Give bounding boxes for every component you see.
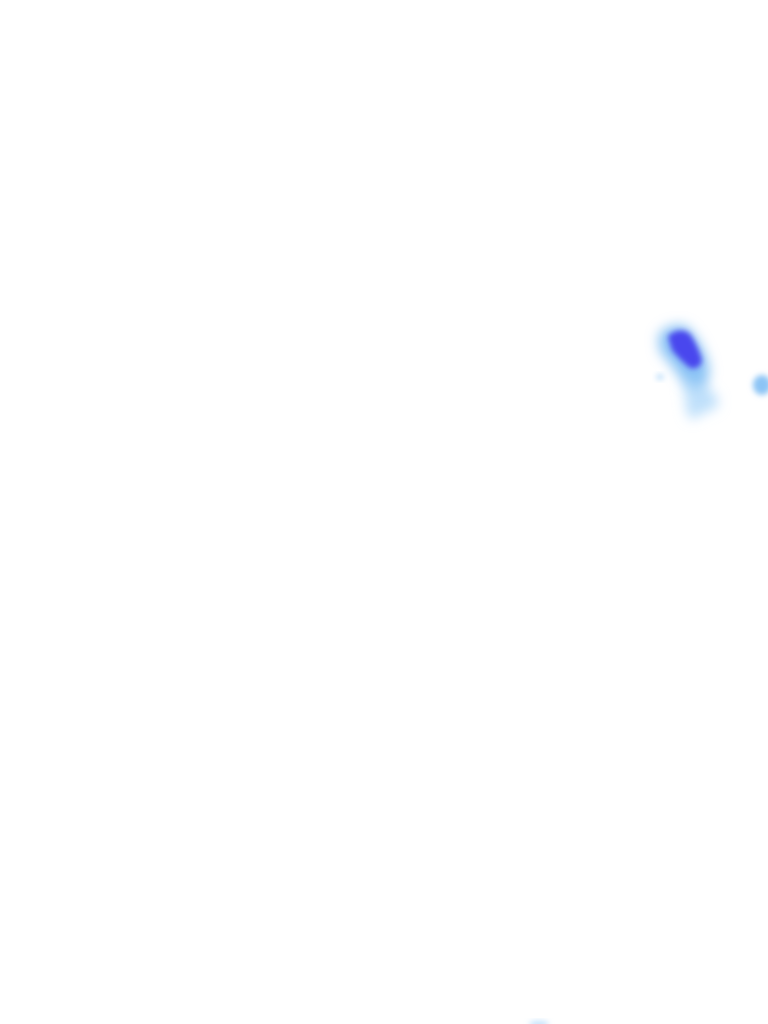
precip-cell-edge — [753, 375, 768, 395]
precip-cell-bottom — [529, 1021, 549, 1024]
precip-cell-main — [656, 325, 719, 420]
